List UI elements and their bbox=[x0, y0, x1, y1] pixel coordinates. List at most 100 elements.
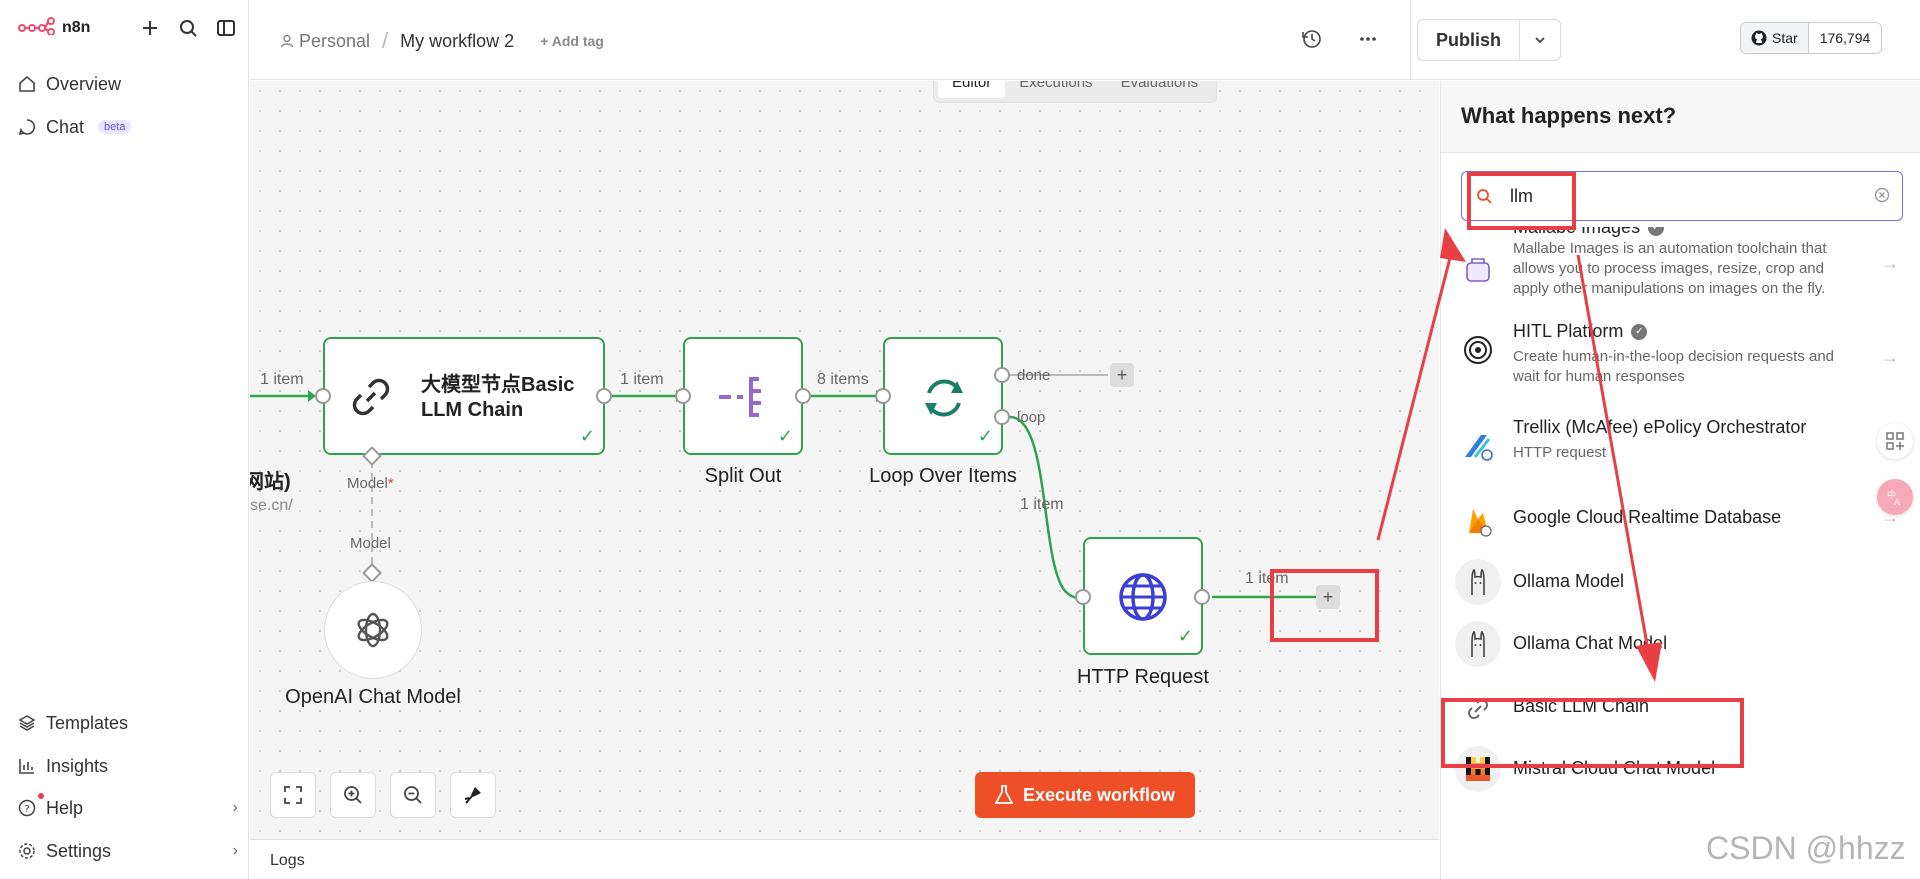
arrow-right-icon: → bbox=[1881, 347, 1899, 367]
sidebar-item-help[interactable]: ? Help › bbox=[18, 793, 238, 822]
input-port[interactable] bbox=[315, 388, 331, 404]
list-item[interactable]: Google Cloud Realtime Database → bbox=[1441, 495, 1920, 555]
model-port-label-text: Model bbox=[347, 475, 388, 492]
fit-view-button[interactable] bbox=[270, 772, 316, 818]
list-item[interactable]: Ollama Model bbox=[1441, 557, 1920, 617]
sidebar-item-label: Templates bbox=[46, 712, 129, 733]
search-icon bbox=[1477, 189, 1492, 204]
openai-chat-model-node[interactable] bbox=[324, 581, 422, 679]
execute-workflow-button[interactable]: Execute workflow bbox=[975, 772, 1195, 818]
input-port[interactable] bbox=[1075, 589, 1091, 605]
sidebar-toggle-icon[interactable] bbox=[214, 16, 238, 40]
output-port[interactable] bbox=[795, 388, 811, 404]
more-options-icon[interactable] bbox=[1357, 28, 1379, 55]
output-port[interactable] bbox=[1194, 589, 1210, 605]
workflow-canvas[interactable]: Editor Executions Evaluations 网站) se.cn/… bbox=[250, 81, 1439, 839]
sidebar-item-overview[interactable]: Overview bbox=[18, 70, 238, 98]
history-icon[interactable] bbox=[1301, 28, 1323, 55]
tab-evaluations[interactable]: Evaluations bbox=[1120, 81, 1199, 91]
search-input[interactable] bbox=[1510, 185, 1850, 207]
trellix-icon bbox=[1455, 423, 1501, 469]
node-search[interactable] bbox=[1461, 171, 1903, 221]
tab-editor[interactable]: Editor bbox=[938, 81, 1006, 98]
project-name: Personal bbox=[299, 30, 371, 51]
result-title: Trellix (McAfee) ePolicy Orchestrator bbox=[1513, 417, 1807, 437]
sidebar-item-insights[interactable]: Insights bbox=[18, 752, 238, 780]
publish-button[interactable]: Publish bbox=[1418, 20, 1521, 60]
loop-label: loop bbox=[1017, 409, 1046, 426]
result-description: HTTP request bbox=[1513, 444, 1607, 461]
list-item[interactable]: Ollama Chat Model bbox=[1441, 619, 1920, 679]
input-port[interactable] bbox=[675, 388, 691, 404]
list-item[interactable]: Basic LLM Chain bbox=[1441, 682, 1920, 742]
github-star-button[interactable]: Star bbox=[1741, 23, 1809, 53]
sidebar-item-label: Help bbox=[46, 797, 84, 818]
result-description: Create human-in-the-loop decision reques… bbox=[1513, 348, 1835, 385]
done-label: done bbox=[1017, 367, 1051, 384]
zoom-in-button[interactable] bbox=[330, 772, 376, 818]
list-item[interactable]: HITL Platform ✓ Create human-in-the-loop … bbox=[1441, 319, 1920, 395]
add-node-plus-button[interactable]: + bbox=[1110, 363, 1134, 387]
model-port-label: Model* bbox=[347, 475, 394, 492]
add-tag-button[interactable]: + Add tag bbox=[540, 33, 604, 49]
floating-apps-icon[interactable] bbox=[1877, 423, 1913, 459]
connections-layer bbox=[250, 374, 1325, 603]
edge-label: 1 item bbox=[1020, 496, 1064, 513]
globe-icon bbox=[1117, 571, 1169, 628]
arrow-right-icon: → bbox=[1881, 253, 1899, 273]
breadcrumb-separator: / bbox=[382, 28, 389, 53]
zoom-out-button[interactable] bbox=[390, 772, 436, 818]
mallabe-icon bbox=[1455, 245, 1501, 291]
output-port-done[interactable] bbox=[994, 367, 1010, 383]
input-port[interactable] bbox=[875, 388, 891, 404]
offscreen-node-subtitle: se.cn/ bbox=[250, 497, 293, 514]
result-title-text: HITL Platform bbox=[1513, 321, 1624, 341]
sidebar-item-templates[interactable]: Templates bbox=[18, 709, 238, 737]
fullscreen-icon bbox=[284, 786, 302, 804]
basic-llm-chain-node[interactable]: 大模型节点Basic LLM Chain ✓ bbox=[323, 337, 605, 455]
http-request-node[interactable]: ✓ bbox=[1083, 537, 1203, 655]
n8n-logo-icon[interactable] bbox=[18, 16, 56, 40]
chevron-right-icon: › bbox=[232, 842, 238, 859]
result-title-text: Mallabe Images bbox=[1513, 227, 1641, 237]
breadcrumb-project[interactable]: Personal bbox=[280, 31, 370, 52]
edge-label: 1 item bbox=[620, 371, 664, 388]
logo-row: n8n bbox=[18, 14, 238, 42]
list-item[interactable]: Mistral Cloud Chat Model bbox=[1441, 744, 1920, 804]
list-item[interactable]: Mallabe Images✓ Mallabe Images is an aut… bbox=[1441, 227, 1920, 317]
split-out-node[interactable]: ✓ bbox=[683, 337, 803, 455]
tab-executions[interactable]: Executions bbox=[1019, 81, 1093, 91]
verified-icon: ✓ bbox=[1631, 323, 1648, 340]
clear-search-icon[interactable] bbox=[1874, 187, 1890, 208]
logs-bar[interactable]: Logs bbox=[250, 839, 1439, 879]
node-title: HTTP Request bbox=[1077, 666, 1209, 688]
result-title: Mallabe Images✓ bbox=[1513, 227, 1665, 238]
help-icon: ? bbox=[18, 799, 36, 817]
add-node-plus-button[interactable]: + bbox=[1316, 585, 1340, 609]
sidebar-item-settings[interactable]: Settings › bbox=[18, 837, 238, 865]
success-check-icon: ✓ bbox=[1177, 626, 1193, 646]
search-icon[interactable] bbox=[176, 16, 200, 40]
tidy-up-button[interactable] bbox=[450, 772, 496, 818]
sidebar-item-label: Insights bbox=[46, 755, 109, 776]
success-check-icon: ✓ bbox=[977, 426, 993, 446]
output-port[interactable] bbox=[596, 388, 612, 404]
watermark: CSDN @hhzz bbox=[1706, 830, 1906, 866]
ollama-icon bbox=[1455, 559, 1501, 605]
sidebar-item-label: Chat bbox=[46, 116, 85, 137]
header-divider bbox=[1410, 0, 1411, 80]
loop-over-items-node[interactable]: ✓ bbox=[883, 337, 1003, 455]
logs-label: Logs bbox=[270, 852, 305, 869]
chat-icon bbox=[18, 119, 36, 136]
output-port-loop[interactable] bbox=[994, 409, 1010, 425]
chevron-down-icon bbox=[1535, 37, 1545, 44]
help-notification-dot bbox=[38, 793, 44, 799]
publish-dropdown-button[interactable] bbox=[1520, 20, 1560, 60]
edge-label: 8 items bbox=[817, 371, 869, 388]
sidebar-item-chat[interactable]: Chat beta bbox=[18, 113, 238, 141]
workflow-name[interactable]: My workflow 2 bbox=[400, 30, 515, 51]
list-item[interactable]: Trellix (McAfee) ePolicy Orchestrator HT… bbox=[1441, 415, 1920, 479]
add-icon[interactable] bbox=[138, 16, 162, 40]
github-star-group[interactable]: Star 176,794 bbox=[1740, 22, 1883, 54]
